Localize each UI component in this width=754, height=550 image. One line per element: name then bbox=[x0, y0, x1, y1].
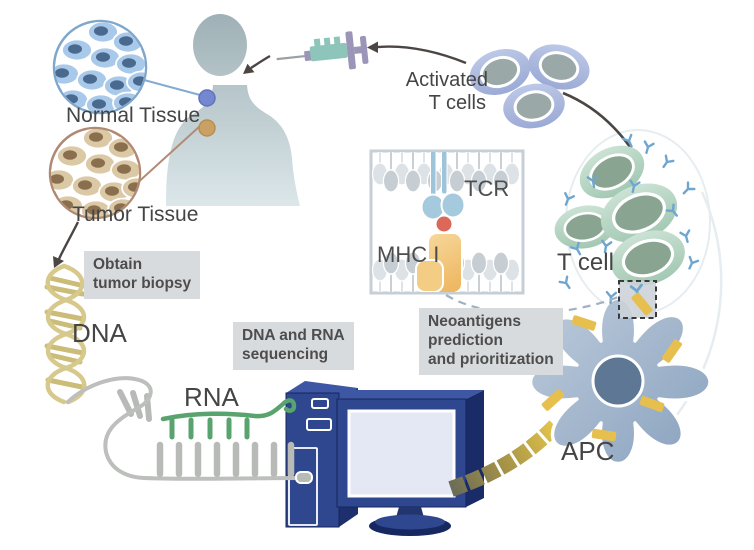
tumor-tissue-label: Tumor Tissue bbox=[72, 203, 199, 226]
rna-strand bbox=[160, 398, 297, 440]
tumor-tissue-circle bbox=[48, 126, 142, 220]
arrow-tumor-to-dna bbox=[53, 221, 80, 268]
zoom-dashed-box bbox=[618, 280, 657, 319]
syringe-icon bbox=[276, 31, 369, 70]
curve-tcell-to-activated bbox=[562, 91, 632, 148]
rna-label: RNA bbox=[184, 382, 239, 412]
tumor-site-connector bbox=[133, 125, 201, 187]
t-cell-label: T cell bbox=[557, 249, 614, 276]
mhc-i-label: MHC I bbox=[377, 242, 440, 267]
normal-tissue-circle bbox=[52, 19, 148, 115]
biopsy-site-dot-normal bbox=[198, 89, 216, 107]
sequencing-callout: DNA and RNA sequencing bbox=[233, 322, 354, 370]
apc-nucleus bbox=[591, 354, 645, 408]
tcr-receptor bbox=[420, 152, 466, 221]
dna-label: DNA bbox=[72, 318, 127, 348]
mhc-molecule bbox=[415, 232, 463, 292]
apc-label: APC bbox=[561, 436, 615, 466]
activated-t-cells-label: Activated T cells bbox=[405, 69, 488, 114]
obtain-biopsy-callout: Obtain tumor biopsy bbox=[84, 251, 201, 299]
normal-tissue-label: Normal Tissue bbox=[66, 104, 201, 127]
dna-helix bbox=[44, 263, 87, 405]
dna-template-strand bbox=[66, 376, 313, 484]
arrow-tcells-to-syringe bbox=[367, 41, 467, 65]
biopsy-site-dot-tumor bbox=[198, 119, 216, 137]
neoantigens-callout: Neoantigens prediction and prioritizatio… bbox=[419, 308, 563, 375]
sequencer-monitor bbox=[336, 390, 484, 536]
body-silhouette bbox=[166, 14, 300, 206]
data-ribbon bbox=[448, 418, 563, 497]
mhc-tcr-inset bbox=[369, 149, 525, 295]
normal-site-connector bbox=[143, 79, 201, 96]
tcr-label: TCR bbox=[464, 176, 510, 201]
arrow-syringe-to-body bbox=[243, 54, 271, 74]
peptide-dot bbox=[436, 216, 452, 232]
